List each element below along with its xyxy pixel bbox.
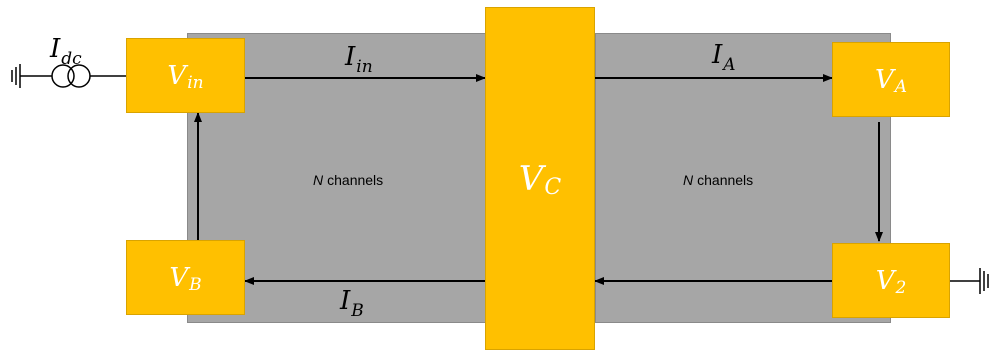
label-ia-sub: A xyxy=(723,55,736,75)
label-ib: IB xyxy=(340,286,364,321)
label-channels-left-n: N xyxy=(313,172,324,188)
node-vin-sub: in xyxy=(187,72,204,93)
label-ia-var: I xyxy=(712,40,723,70)
ground-right-icon xyxy=(950,268,989,294)
current-source-icon xyxy=(51,64,126,88)
label-iin-sub: in xyxy=(356,57,373,77)
node-vc-var: V xyxy=(518,158,544,199)
label-channels-left-text: channels xyxy=(327,172,384,188)
node-v2-sub: 2 xyxy=(895,277,907,298)
label-idc-var: I xyxy=(50,34,61,64)
label-channels-right-n: N xyxy=(683,172,694,188)
node-vc-sub: C xyxy=(544,175,562,200)
label-channels-right-text: channels xyxy=(697,172,754,188)
label-idc-sub: dc xyxy=(61,49,82,69)
node-vb-sub: B xyxy=(189,274,202,295)
node-v2-var: V xyxy=(875,265,895,296)
node-vin-var: V xyxy=(167,60,187,91)
label-iin: Iin xyxy=(345,42,373,77)
label-iin-var: I xyxy=(345,42,356,72)
label-ib-sub: B xyxy=(351,301,364,321)
ground-left-icon xyxy=(11,64,52,88)
label-ib-var: I xyxy=(340,286,351,316)
node-va-sub: A xyxy=(894,76,908,97)
label-ia: IA xyxy=(712,40,736,75)
node-vb-var: V xyxy=(169,262,189,293)
label-idc: Idc xyxy=(50,34,82,69)
node-va-var: V xyxy=(874,64,894,95)
